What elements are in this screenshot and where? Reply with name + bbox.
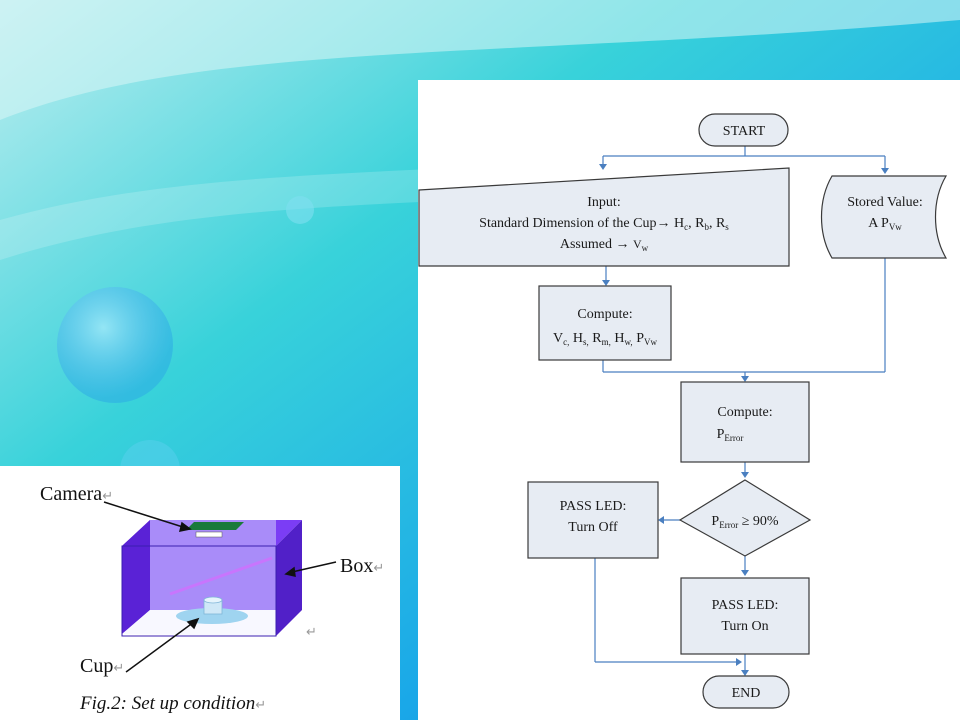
start-terminal: START: [698, 113, 789, 147]
stored-title: Stored Value:: [847, 195, 923, 210]
pass-led-on-box: PASS LED: Turn On: [680, 577, 810, 655]
compute2-title: Compute:: [717, 405, 772, 420]
box-illustration: [121, 520, 302, 637]
pass-off-action: Turn Off: [568, 520, 618, 535]
arrowheads: [599, 164, 889, 676]
end-terminal: END: [702, 675, 790, 709]
compute1-terms: Vc, Hs, Rm, Hw, PVw: [553, 331, 657, 347]
compute-dimensions-box: Compute: Vc, Hs, Rm, Hw, PVw: [538, 285, 672, 361]
input-assumed: Assumed → Vw: [560, 237, 649, 253]
compute-error-box: Compute: PError: [680, 381, 810, 463]
setup-figure: Camera↵ Box↵ Cup↵ ↵ Fig.2: Set up condit…: [40, 483, 384, 714]
pass-on-action: Turn On: [721, 619, 768, 634]
end-label: END: [732, 686, 761, 701]
camera-label: Camera↵: [40, 483, 113, 505]
compute1-title: Compute:: [577, 307, 632, 322]
box-label: Box↵: [340, 555, 384, 577]
compute2-term: PError: [717, 427, 744, 443]
leader-lines: [103, 501, 337, 673]
pass-on-title: PASS LED:: [712, 598, 779, 613]
input-dimensions: Standard Dimension of the Cup→ Hc, Rb, R…: [479, 216, 729, 232]
paragraph-mark: ↵: [306, 625, 317, 640]
start-label: START: [723, 124, 766, 139]
flowchart: START Input: Standard Dimension of the C…: [418, 113, 948, 709]
connectors: [594, 146, 886, 674]
decision-condition: PError ≥ 90%: [711, 514, 778, 530]
error-decision: PError ≥ 90%: [678, 479, 812, 557]
flowchart-panel: START Input: Standard Dimension of the C…: [418, 80, 960, 720]
pass-led-off-box: PASS LED: Turn Off: [527, 481, 659, 559]
input-title: Input:: [587, 195, 620, 210]
cup-label: Cup↵: [80, 655, 124, 677]
stored-value-box: Stored Value: A PVw: [820, 175, 948, 259]
pass-off-title: PASS LED:: [560, 499, 627, 514]
stored-value: A PVw: [868, 216, 902, 232]
input-box: Input: Standard Dimension of the Cup→ Hc…: [418, 167, 790, 267]
setup-figure-panel: Camera↵ Box↵ Cup↵ ↵ Fig.2: Set up condit…: [0, 466, 400, 720]
figure-caption: Fig.2: Set up condition↵: [79, 693, 266, 714]
bubble-decoration: [57, 287, 173, 403]
